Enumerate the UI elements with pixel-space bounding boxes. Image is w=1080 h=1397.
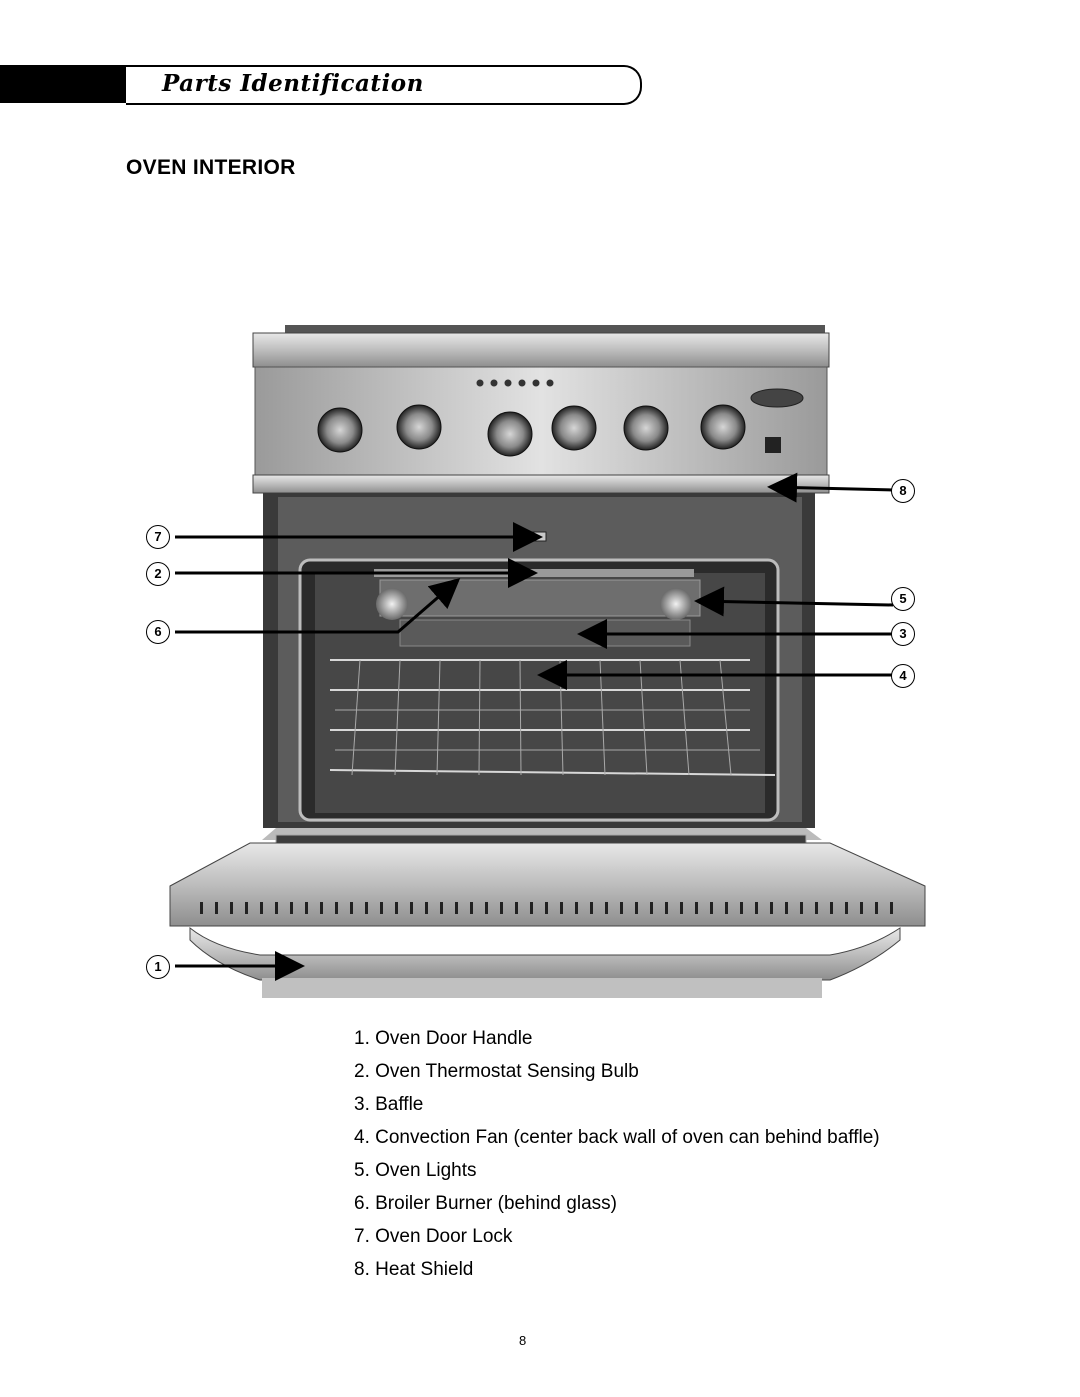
header-banner — [126, 65, 642, 105]
callout-7: 7 — [146, 525, 170, 549]
callout-4: 4 — [891, 664, 915, 688]
door-vents — [200, 902, 893, 914]
legend-item: 1. Oven Door Handle — [354, 1028, 533, 1049]
legend-item: 6. Broiler Burner (behind glass) — [354, 1193, 617, 1214]
header-bar-black — [0, 65, 128, 103]
heat-shield — [252, 474, 830, 494]
rack-grid — [335, 659, 760, 776]
oven-light-left — [376, 588, 408, 620]
indicator-lights — [476, 379, 554, 387]
parts-legend: 1. Oven Door Handle 2. Oven Thermostat S… — [354, 1027, 880, 1291]
callout-5: 5 — [891, 587, 915, 611]
cooktop-front — [252, 332, 830, 368]
callout-1: 1 — [146, 955, 170, 979]
legend-item: 5. Oven Lights — [354, 1160, 477, 1181]
legend-item: 2. Oven Thermostat Sensing Bulb — [354, 1061, 639, 1082]
section-heading: OVEN INTERIOR — [126, 156, 296, 179]
page-title: Parts Identification — [162, 70, 424, 97]
cooktop-grates — [285, 325, 825, 335]
callout-2: 2 — [146, 562, 170, 586]
door-handle — [189, 926, 901, 981]
oven-door — [169, 842, 926, 927]
legend-item: 7. Oven Door Lock — [354, 1226, 513, 1247]
callout-3: 3 — [891, 622, 915, 646]
page-number: 8 — [519, 1333, 527, 1348]
callout-8: 8 — [891, 479, 915, 503]
callout-6: 6 — [146, 620, 170, 644]
legend-item: 8. Heat Shield — [354, 1259, 474, 1280]
broiler-glass — [379, 579, 701, 617]
legend-item: 4. Convection Fan (center back wall of o… — [354, 1127, 880, 1148]
legend-item: 3. Baffle — [354, 1094, 424, 1115]
callout-arrows — [175, 472, 894, 981]
control-knobs — [317, 404, 746, 457]
power-switch — [765, 437, 781, 453]
lower-panel — [262, 978, 822, 998]
oven-light-right — [660, 588, 692, 620]
brand-logo — [750, 388, 804, 408]
